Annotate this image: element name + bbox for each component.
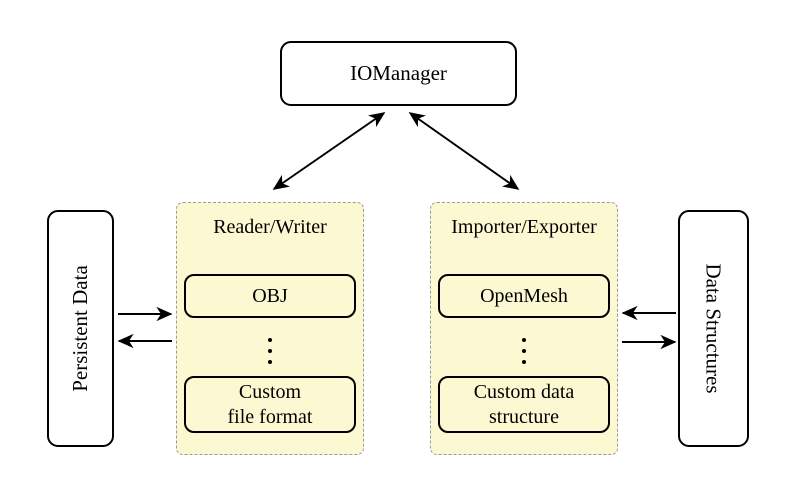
iomanager-node: IOManager — [280, 41, 517, 106]
openmesh-node: OpenMesh — [438, 274, 610, 318]
ellipsis-dot — [522, 348, 526, 353]
iomanager-label: IOManager — [350, 61, 447, 85]
reader-writer-title: Reader/Writer — [213, 216, 327, 238]
ellipsis-dot — [268, 337, 272, 342]
importer-exporter-title: Importer/Exporter — [451, 216, 597, 238]
importer-exporter-panel: Importer/Exporter OpenMesh Custom data s… — [430, 202, 618, 455]
persistent-data-label: Persistent Data — [68, 265, 92, 392]
persistent-data-node: Persistent Data — [47, 210, 114, 447]
arrow-iomanager-importer-exporter — [408, 112, 520, 190]
data-structures-node: Data Structures — [678, 210, 749, 447]
reader-writer-panel: Reader/Writer OBJ Custom file format — [176, 202, 364, 455]
ellipsis-dot — [522, 337, 526, 342]
ellipsis-dot — [268, 348, 272, 353]
ellipsis-dot — [268, 359, 272, 364]
ellipsis-dot — [522, 359, 526, 364]
vertical-ellipsis-icon — [431, 334, 617, 367]
custom-data-structure-node: Custom data structure — [438, 376, 610, 433]
vertical-ellipsis-icon — [177, 334, 363, 367]
obj-node: OBJ — [184, 274, 356, 318]
data-structures-label: Data Structures — [702, 263, 727, 394]
custom-file-format-node: Custom file format — [184, 376, 356, 433]
arrow-iomanager-reader-writer — [272, 112, 386, 190]
